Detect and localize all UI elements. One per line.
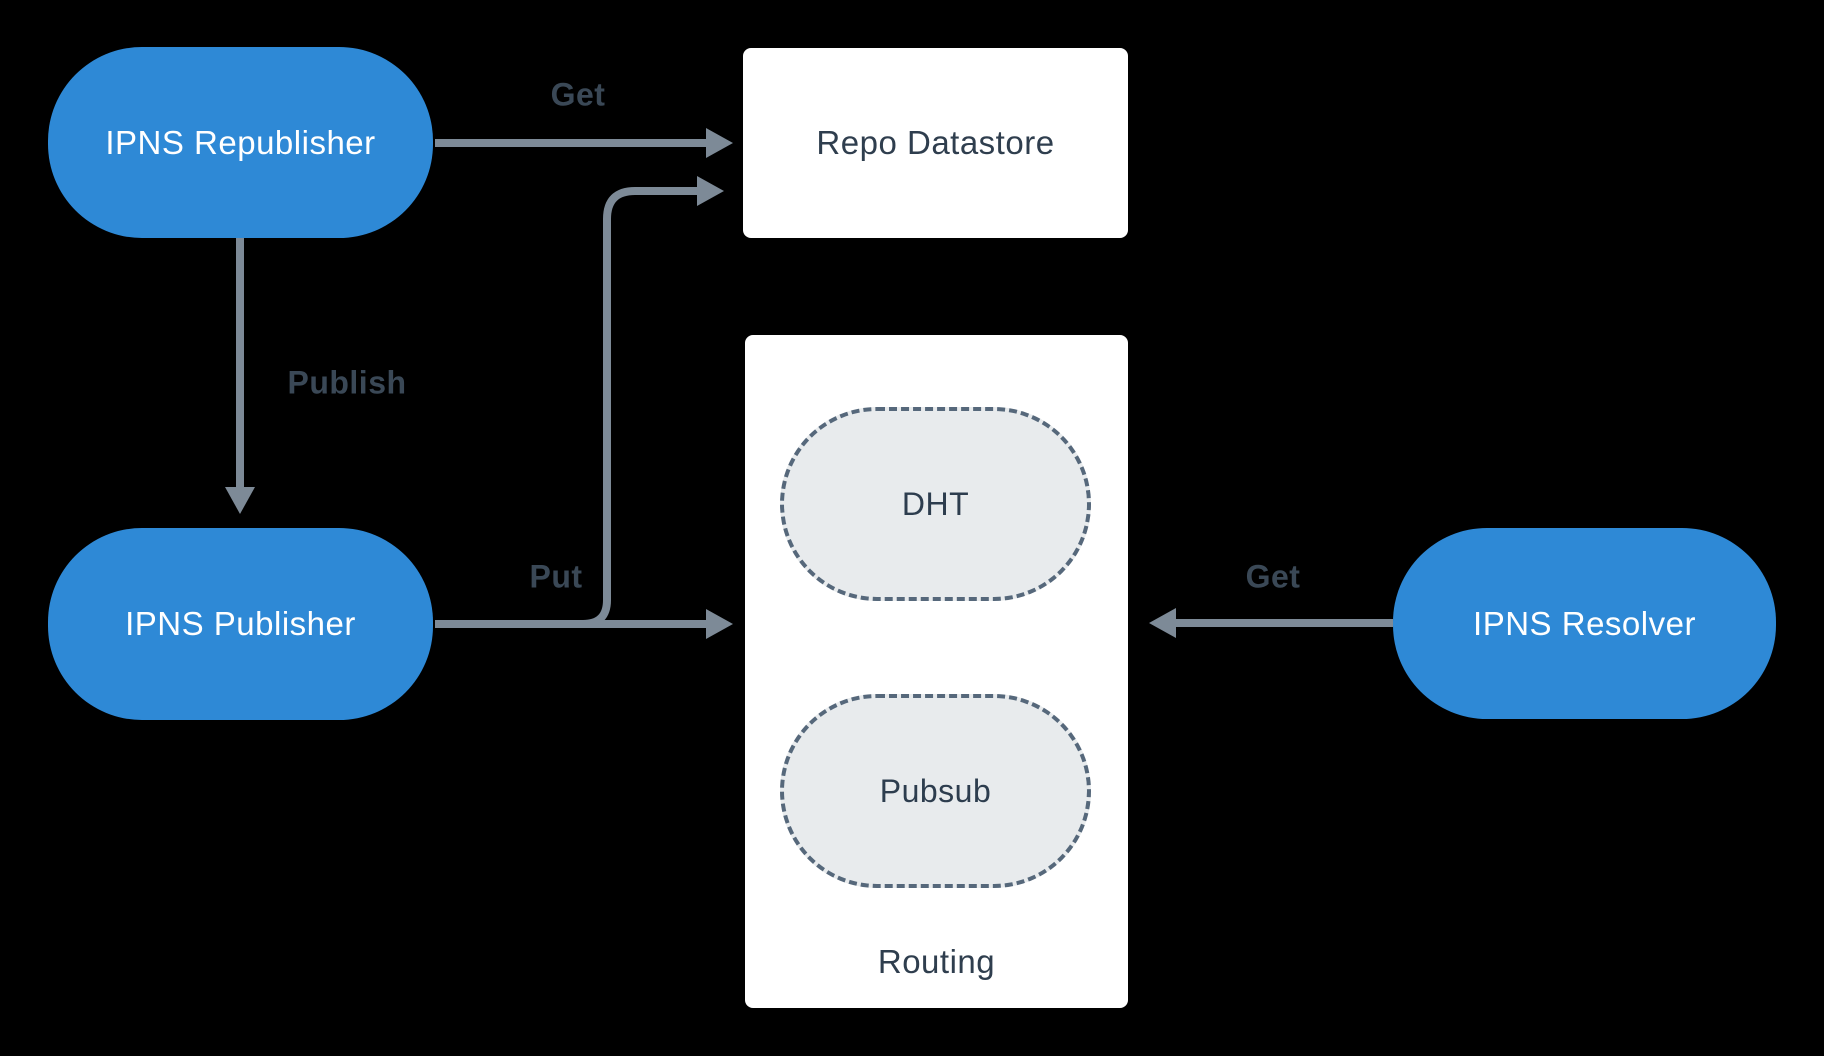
edge-label-put: Put: [529, 558, 583, 595]
node-ipns-resolver: IPNS Resolver: [1393, 528, 1776, 719]
node-ipns-republisher: IPNS Republisher: [48, 47, 433, 238]
node-dht: DHT: [780, 407, 1091, 601]
edge-label-get-top: Get: [550, 76, 606, 113]
node-ipns-republisher-label: IPNS Republisher: [105, 123, 376, 161]
node-ipns-publisher-label: IPNS Publisher: [125, 605, 356, 642]
arrow-get-republisher-to-repo: [435, 128, 733, 158]
edge-label-get-right: Get: [1245, 558, 1301, 595]
node-dht-label: DHT: [901, 485, 970, 522]
node-ipns-resolver-label: IPNS Resolver: [1473, 604, 1696, 642]
node-repo-datastore-label: Repo Datastore: [816, 124, 1055, 161]
arrow-put-publisher-to-routing: [435, 609, 733, 639]
edge-label-publish: Publish: [287, 364, 407, 401]
node-pubsub: Pubsub: [780, 694, 1091, 888]
arrow-get-resolver-to-routing: [1149, 608, 1393, 638]
node-repo-datastore: Repo Datastore: [743, 48, 1128, 238]
node-ipns-publisher: IPNS Publisher: [48, 528, 433, 720]
arrow-put-branch-to-repo: [582, 176, 724, 628]
routing-group-box: DHT Pubsub Routing: [745, 335, 1128, 1008]
routing-group-label: Routing: [877, 943, 996, 980]
arrow-publish-republisher-to-publisher: [225, 238, 255, 514]
node-pubsub-label: Pubsub: [879, 772, 992, 809]
